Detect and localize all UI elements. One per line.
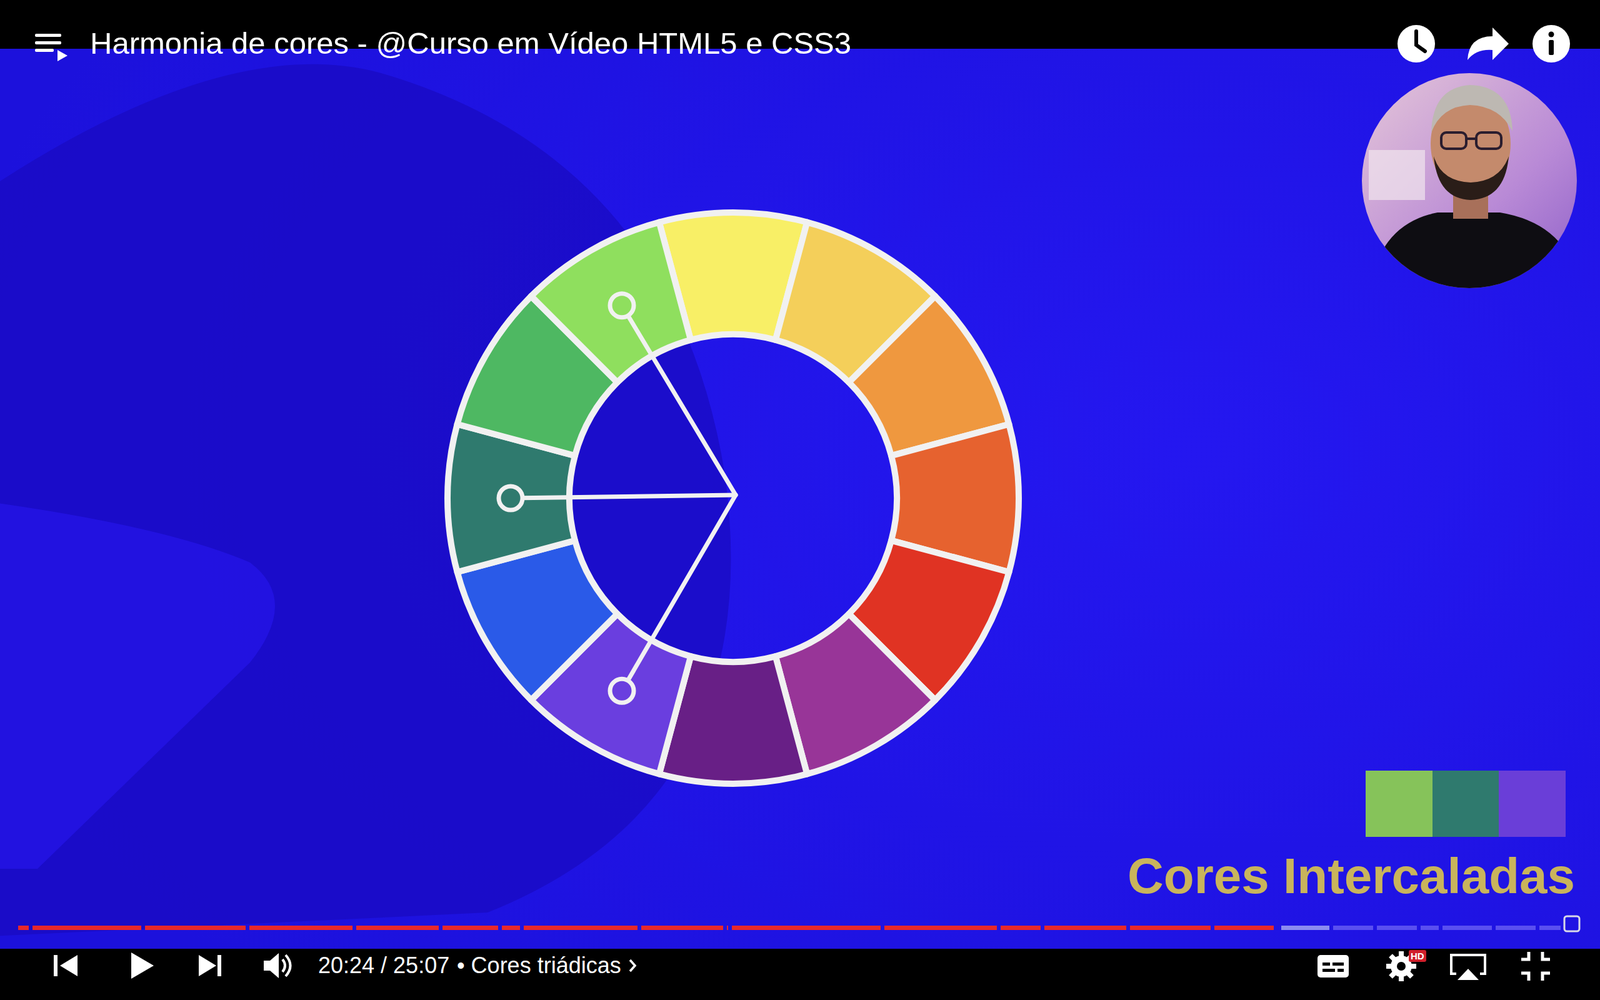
harmony-marker: [610, 678, 634, 703]
subtitles-icon: [1317, 955, 1349, 978]
chapter-chevron: [630, 960, 635, 972]
swatch: [1432, 770, 1499, 837]
progress-played: [30, 925, 32, 930]
player-controls: [53, 951, 1550, 982]
watch-later-icon: [1397, 25, 1435, 63]
progress-played: [356, 925, 439, 930]
play-icon: [131, 952, 154, 979]
swatch: [1365, 770, 1433, 837]
progress-played: [249, 925, 353, 930]
harmony-marker: [610, 293, 634, 318]
progress-remaining: [1420, 925, 1439, 930]
slide-caption: Cores Intercaladas: [1127, 847, 1575, 905]
overlay-icon: [1564, 916, 1580, 932]
gear-tooth: [1410, 963, 1417, 969]
fullscreen-exit-icon: [1521, 951, 1550, 981]
gear-tooth: [1386, 963, 1393, 969]
gear-tooth: [1388, 953, 1397, 962]
harmony-pointer: [621, 495, 736, 691]
progress-played: [641, 925, 724, 930]
swatch: [1498, 770, 1566, 837]
info-icon: [1532, 25, 1570, 63]
gear-tooth: [1405, 970, 1414, 979]
progress-played: [18, 925, 29, 930]
progress-played: [884, 925, 997, 930]
progress-remaining: [1376, 925, 1417, 930]
progress-played: [523, 925, 638, 930]
gear-tooth: [1388, 970, 1397, 979]
presenter-avatar: [1356, 68, 1588, 300]
background-shape: [0, 64, 731, 938]
progress-played: [726, 925, 729, 930]
gear-tooth: [1398, 951, 1404, 958]
video-title: Harmonia de cores - @Curso em Vídeo HTML…: [90, 25, 852, 62]
progress-remaining: [1442, 925, 1492, 930]
control-bar: [0, 948, 1600, 1000]
progress-remaining: [1333, 925, 1374, 930]
progress-played: [1000, 925, 1041, 930]
gear-tooth: [1398, 975, 1404, 982]
previous-icon: [53, 955, 78, 977]
harmony-pointer: [621, 305, 736, 495]
hd-badge: HD: [1408, 950, 1427, 962]
time-display: 20:24 / 25:07: [318, 952, 450, 979]
chapter-title: • Cores triádicas: [456, 952, 622, 979]
progress-remaining: [1495, 925, 1536, 930]
progress-played: [32, 925, 142, 930]
color-wheel: [447, 212, 1019, 784]
palette-swatches: [1365, 770, 1566, 837]
progress-bar: [18, 925, 1561, 930]
volume-icon: [263, 953, 291, 979]
airplay-icon: [1451, 955, 1485, 980]
background-shape: [0, 500, 275, 869]
wheel-segment: [531, 222, 691, 383]
share-icon: [1467, 27, 1509, 60]
progress-played: [731, 925, 881, 930]
progress-remaining: [1281, 925, 1330, 930]
progress-remaining: [1539, 925, 1561, 930]
progress-played: [1044, 925, 1127, 930]
progress-played: [442, 925, 499, 930]
next-icon: [198, 955, 222, 977]
progress-played: [1214, 925, 1274, 930]
progress-played: [1130, 925, 1211, 930]
progress-played: [501, 925, 520, 930]
playlist-icon: [35, 33, 68, 62]
harmony-marker: [498, 486, 523, 510]
harmony-pointer: [510, 495, 736, 499]
progress-played: [145, 925, 246, 930]
